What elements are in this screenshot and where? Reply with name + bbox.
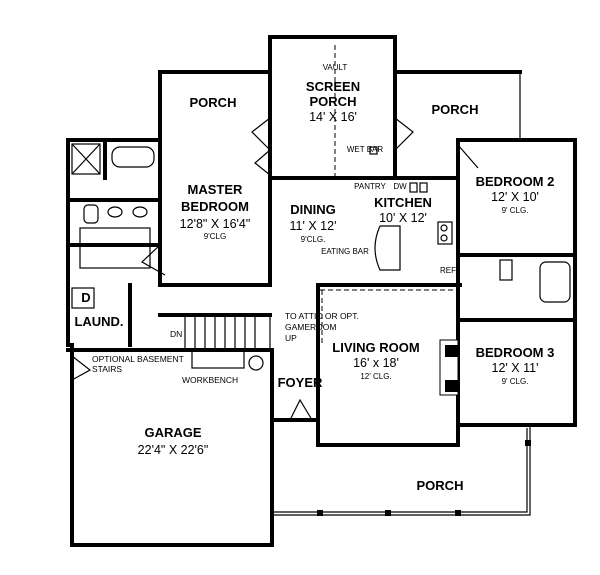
master-size: 12'8" X 16'4" (180, 217, 251, 231)
eating-bar-label: EATING BAR (321, 247, 369, 256)
pantry-label: PANTRY (354, 182, 386, 191)
fixtures (71, 143, 571, 396)
doors (71, 117, 479, 421)
dw-label: DW (393, 182, 407, 191)
dining-ceiling: 9'CLG. (301, 235, 326, 244)
bedroom3-label: BEDROOM 3 (476, 345, 555, 360)
screen-porch-size: 14' X 16' (309, 110, 357, 124)
bedroom2-ceiling: 9' CLG. (502, 206, 529, 215)
dryer-label: D (81, 290, 90, 305)
dining-label: DINING (290, 202, 336, 217)
foyer-label: FOYER (278, 375, 323, 390)
stairs (184, 314, 271, 351)
garage-label: GARAGE (144, 425, 201, 440)
kitchen-size: 10' X 12' (379, 211, 427, 225)
master-label-1: MASTER (188, 182, 244, 197)
attic-note-2: GAMEROOM (285, 322, 336, 332)
laundry-label: LAUND. (74, 314, 123, 329)
living-room-ceiling: 12' CLG. (360, 372, 391, 381)
dn-label: DN (170, 329, 182, 339)
master-label-2: BEDROOM (181, 199, 249, 214)
living-room-label: LIVING ROOM (332, 340, 419, 355)
bedroom3-size: 12' X 11' (492, 361, 539, 375)
workbench-label: WORKBENCH (182, 375, 238, 385)
dining-size: 11' X 12' (290, 219, 337, 233)
attic-note-1: TO ATTIC OR OPT. (285, 311, 359, 321)
basement-note-1: OPTIONAL BASEMENT (92, 354, 184, 364)
bedroom2-size: 12' X 10' (491, 190, 539, 204)
screen-porch-label-1: SCREEN (306, 79, 360, 94)
porch-left-label: PORCH (190, 95, 237, 110)
bedroom3-ceiling: 9' CLG. (502, 377, 529, 386)
kitchen-label: KITCHEN (374, 195, 432, 210)
bedroom2-label: BEDROOM 2 (476, 174, 555, 189)
living-room-size: 16' x 18' (353, 356, 399, 370)
vault-note: VAULT (323, 63, 348, 72)
porch-rails (272, 45, 531, 516)
screen-porch-label-2: PORCH (310, 94, 357, 109)
attic-note-3: UP (285, 333, 297, 343)
master-ceiling: 9'CLG (204, 232, 226, 241)
porch-front-label: PORCH (417, 478, 464, 493)
garage-size: 22'4" X 22'6" (138, 443, 209, 457)
wet-bar-label: WET BAR (347, 145, 384, 154)
porch-right-label: PORCH (432, 102, 479, 117)
ref-label: REF (440, 266, 456, 275)
basement-note-2: STAIRS (92, 364, 122, 374)
